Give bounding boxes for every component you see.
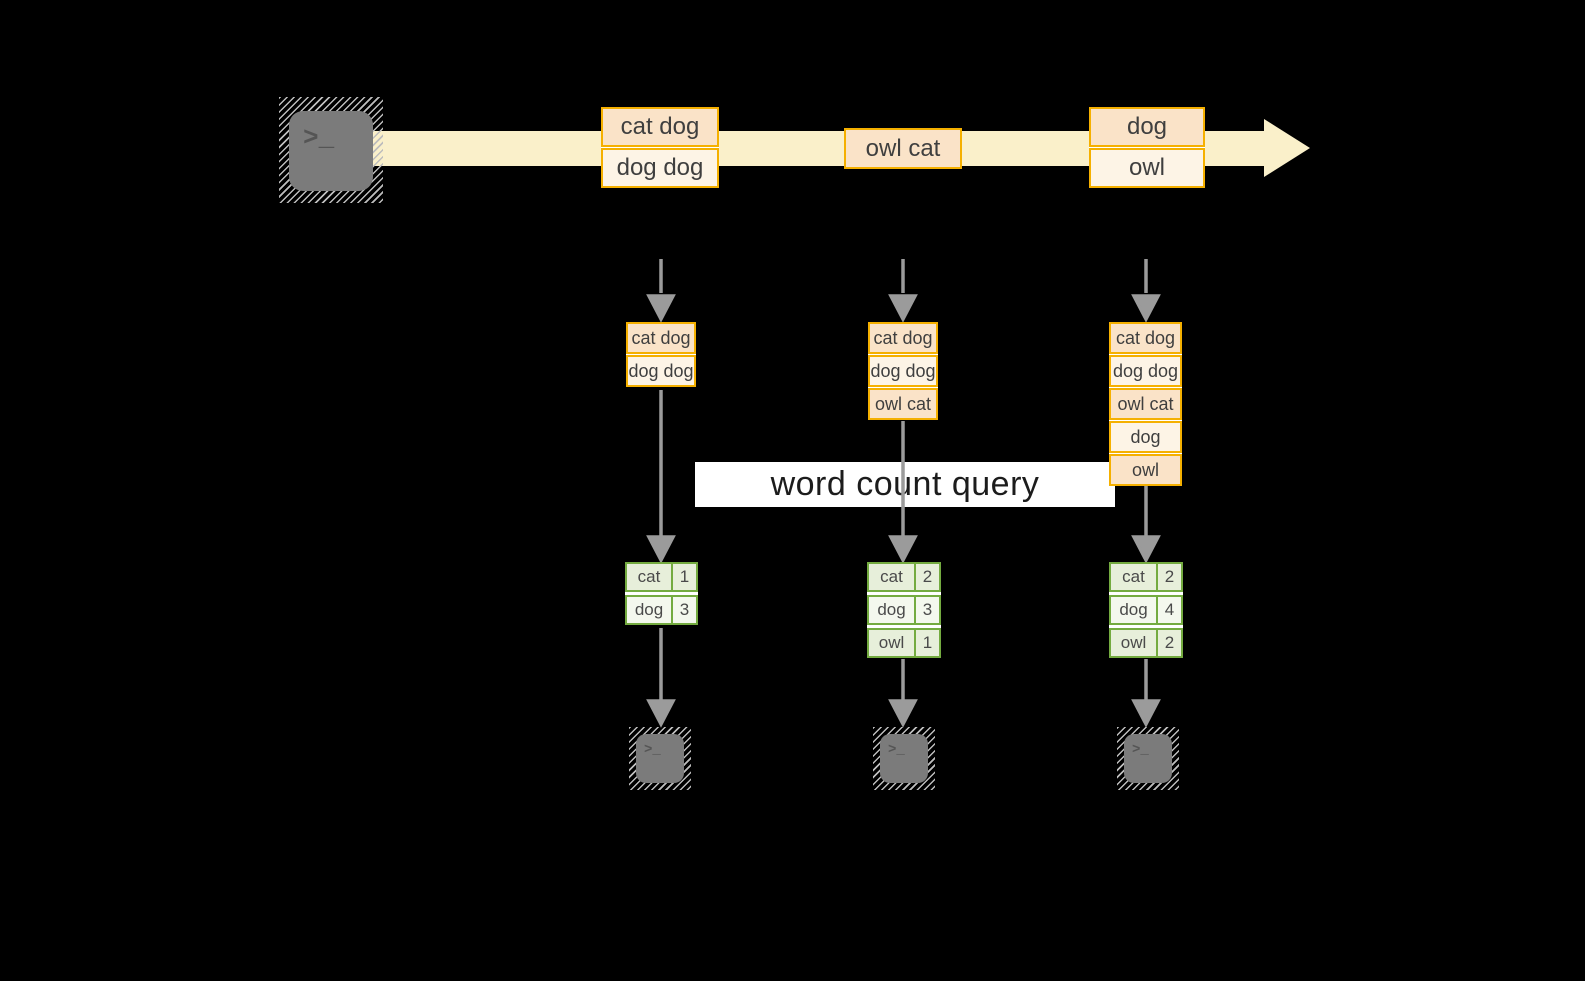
word-cell: dog bbox=[1109, 595, 1158, 625]
word-cell: dog bbox=[867, 595, 916, 625]
queue-row: cat dog bbox=[626, 322, 696, 354]
count-cell: 3 bbox=[673, 595, 698, 625]
word-cell: owl bbox=[1109, 628, 1158, 658]
queue-row: owl cat bbox=[868, 388, 938, 420]
queue-row: cat dog bbox=[868, 322, 938, 354]
event-row: cat dog bbox=[601, 107, 719, 147]
arrowhead-icon bbox=[646, 699, 676, 728]
count-cell: 2 bbox=[1158, 562, 1183, 592]
event-row: dog dog bbox=[601, 148, 719, 188]
count-cell: 1 bbox=[916, 628, 941, 658]
terminal-sink-icon: >_ bbox=[1117, 727, 1179, 790]
queue-box-3: cat dog dog dog owl cat dog owl bbox=[1109, 322, 1182, 486]
terminal-prompt-glyph: >_ bbox=[303, 123, 335, 153]
word-cell: owl bbox=[867, 628, 916, 658]
queue-row: dog dog bbox=[868, 355, 938, 387]
word-cell: cat bbox=[1109, 562, 1158, 592]
event-row: owl bbox=[1089, 148, 1205, 188]
query-label: word count query bbox=[770, 465, 1040, 503]
terminal-prompt-glyph: >_ bbox=[1132, 742, 1149, 758]
table-row: owl 1 bbox=[867, 628, 941, 658]
count-cell: 2 bbox=[1158, 628, 1183, 658]
arrowhead-icon bbox=[888, 699, 918, 728]
queue-box-1: cat dog dog dog bbox=[626, 322, 696, 387]
terminal-source-icon: >_ bbox=[279, 97, 383, 203]
table-row: dog 3 bbox=[625, 595, 698, 625]
event-row: dog bbox=[1089, 107, 1205, 147]
queue-row: owl cat bbox=[1109, 388, 1182, 420]
count-table-1: cat 1 dog 3 bbox=[625, 562, 698, 625]
table-row: cat 1 bbox=[625, 562, 698, 592]
count-table-3: cat 2 dog 4 owl 2 bbox=[1109, 562, 1183, 658]
stream-event-box-1: cat dog dog dog bbox=[601, 107, 719, 188]
word-cell: cat bbox=[625, 562, 673, 592]
arrowhead-icon bbox=[1131, 294, 1161, 323]
arrowhead-icon bbox=[888, 535, 918, 564]
terminal-prompt-glyph: >_ bbox=[888, 742, 905, 758]
queue-row: dog dog bbox=[1109, 355, 1182, 387]
arrowhead-icon bbox=[888, 294, 918, 323]
count-table-2: cat 2 dog 3 owl 1 bbox=[867, 562, 941, 658]
terminal-sink-icon: >_ bbox=[629, 727, 691, 790]
arrowhead-icon bbox=[1131, 699, 1161, 728]
table-row: cat 2 bbox=[1109, 562, 1183, 592]
count-cell: 4 bbox=[1158, 595, 1183, 625]
arrowhead-icon bbox=[1131, 535, 1161, 564]
count-cell: 2 bbox=[916, 562, 941, 592]
stream-event-box-3: dog owl bbox=[1089, 107, 1205, 188]
arrowhead-icon bbox=[646, 294, 676, 323]
stream-band-arrowhead-icon bbox=[1264, 119, 1310, 177]
table-row: owl 2 bbox=[1109, 628, 1183, 658]
table-row: cat 2 bbox=[867, 562, 941, 592]
terminal-sink-icon: >_ bbox=[873, 727, 935, 790]
queue-row: dog bbox=[1109, 421, 1182, 453]
word-cell: dog bbox=[625, 595, 673, 625]
table-row: dog 3 bbox=[867, 595, 941, 625]
queue-row: dog dog bbox=[626, 355, 696, 387]
count-cell: 1 bbox=[673, 562, 698, 592]
arrowhead-icon bbox=[646, 535, 676, 564]
queue-row: cat dog bbox=[1109, 322, 1182, 354]
terminal-prompt-glyph: >_ bbox=[644, 742, 661, 758]
event-row: owl cat bbox=[844, 128, 962, 169]
word-cell: cat bbox=[867, 562, 916, 592]
count-cell: 3 bbox=[916, 595, 941, 625]
table-row: dog 4 bbox=[1109, 595, 1183, 625]
stream-event-box-2: owl cat bbox=[844, 128, 962, 169]
queue-row: owl bbox=[1109, 454, 1182, 486]
queue-box-2: cat dog dog dog owl cat bbox=[868, 322, 938, 420]
query-label-box: word count query bbox=[695, 462, 1115, 507]
